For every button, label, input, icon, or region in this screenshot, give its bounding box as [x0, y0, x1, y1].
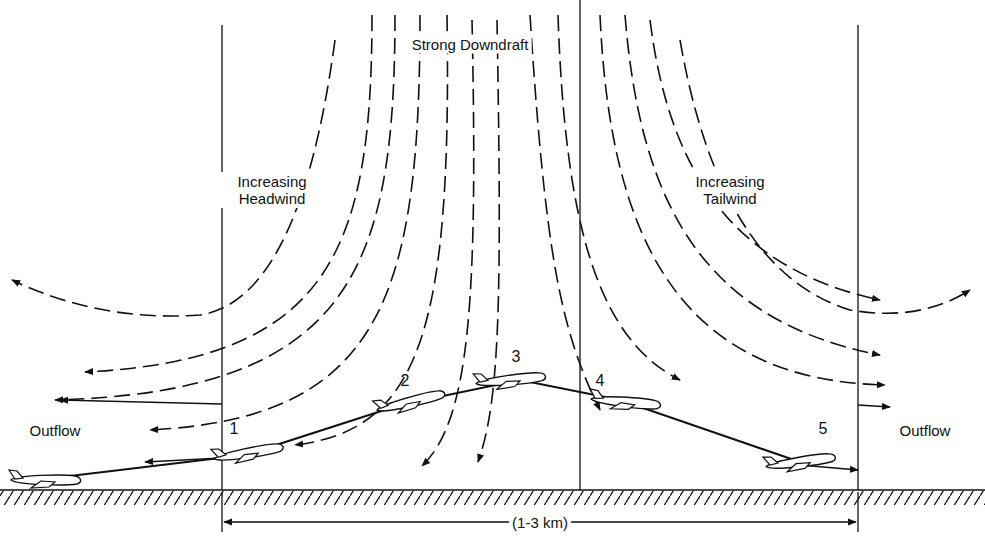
outflow-label: Outflow — [897, 421, 954, 440]
callout-number: 5 — [817, 420, 830, 437]
outflow-label: Outflow — [27, 421, 84, 440]
callout-number: 3 — [510, 348, 523, 365]
dimension-label: (1-3 km) — [509, 513, 571, 532]
downdraft-label: Strong Downdraft — [409, 35, 532, 54]
callout-number: 2 — [399, 372, 412, 389]
callout-number: 1 — [228, 420, 241, 437]
callout-number: 4 — [594, 372, 607, 389]
tailwind-label: Increasing Tailwind — [677, 172, 783, 208]
headwind-label: Increasing Headwind — [219, 172, 325, 208]
